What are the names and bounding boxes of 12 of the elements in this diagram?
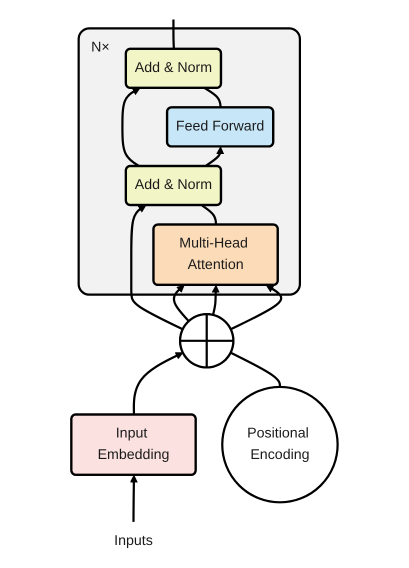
node-text: Inputs [114, 533, 153, 548]
arrow [212, 284, 220, 316]
node-circle: Positional Encoding [221, 386, 339, 504]
connector [172, 20, 175, 50]
connector [230, 352, 282, 387]
arrow [132, 352, 184, 415]
arrow [130, 205, 184, 330]
connector [201, 204, 218, 226]
arrow [130, 474, 138, 522]
connector [204, 87, 222, 108]
arrow [172, 284, 190, 322]
arrow [230, 284, 282, 330]
